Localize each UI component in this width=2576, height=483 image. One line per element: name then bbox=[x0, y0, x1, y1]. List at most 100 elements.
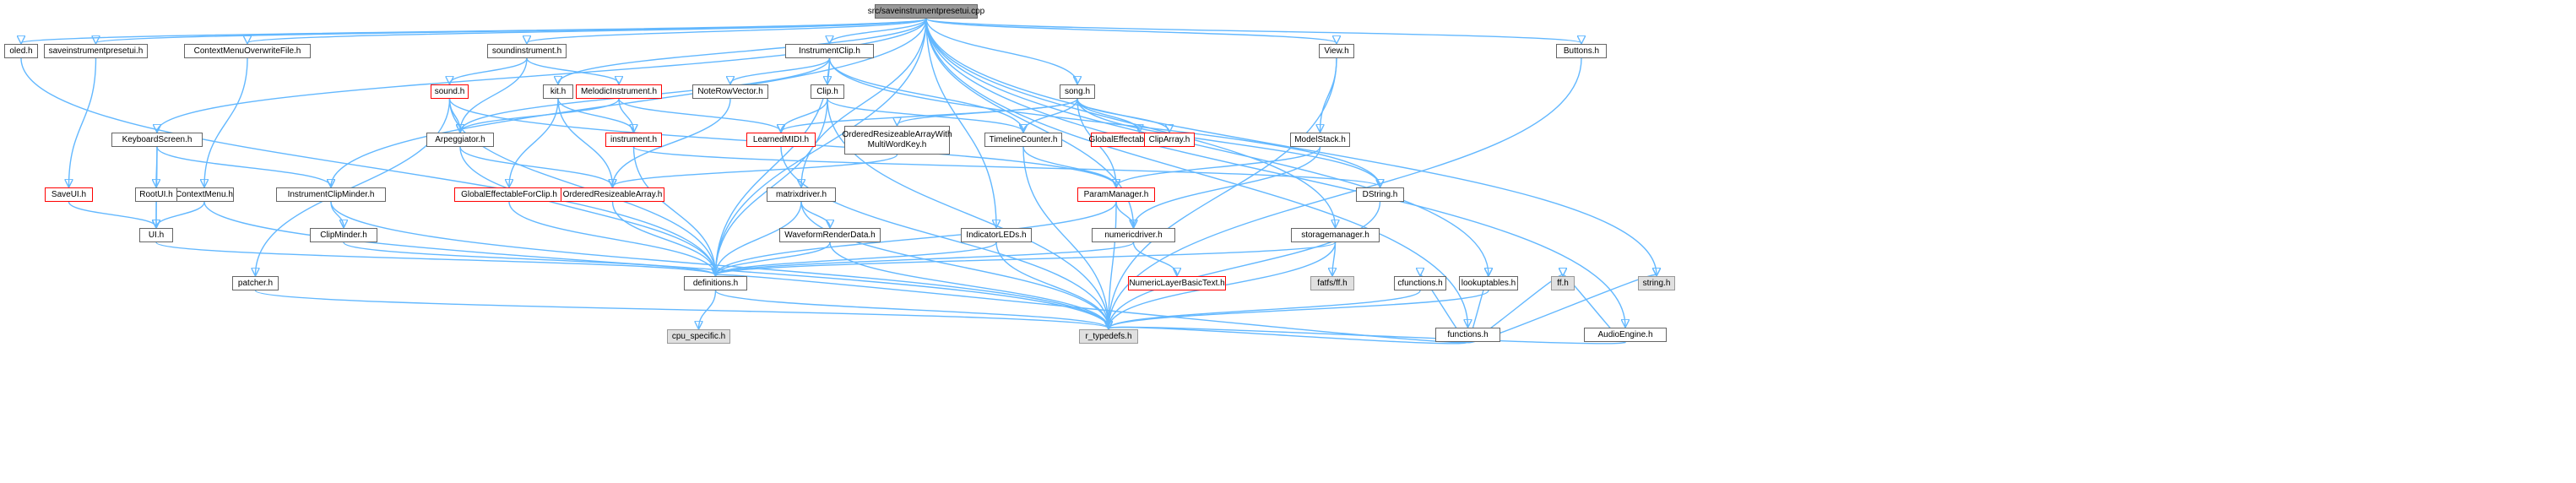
edge-root-oled bbox=[21, 18, 927, 43]
edge-ordwith-ordarray bbox=[613, 154, 898, 187]
edge-icminder-rtypedefs bbox=[330, 201, 1109, 328]
header-node-ctxmenu[interactable]: ContextMenu.h bbox=[175, 187, 234, 202]
edge-numeric-nlbt bbox=[1132, 242, 1178, 275]
header-node-waveform[interactable]: WaveformRenderData.h bbox=[779, 228, 881, 242]
header-node-ordwith[interactable]: OrderedResizeableArrayWith MultiWordKey.… bbox=[842, 126, 952, 155]
header-node-learned[interactable]: LearnedMIDI.h bbox=[746, 133, 816, 147]
header-node-cpuspec[interactable]: cpu_specific.h bbox=[667, 329, 730, 344]
edge-root-matrix bbox=[801, 18, 927, 187]
edge-timeline-rtypedefs bbox=[1022, 146, 1109, 328]
edge-root-view bbox=[925, 18, 1337, 43]
edge-cfunctions-rtypedefs bbox=[1109, 290, 1421, 328]
header-node-oled[interactable]: oled.h bbox=[4, 44, 38, 58]
header-node-fatfs[interactable]: fatfs/ff.h bbox=[1310, 276, 1354, 290]
edge-root-saveui_h bbox=[96, 18, 927, 43]
edge-view-modelstack bbox=[1321, 57, 1337, 132]
edge-view-rtypedefs bbox=[1109, 57, 1337, 328]
edge-waveform-rtypedefs bbox=[829, 242, 1109, 328]
header-node-saveui_h[interactable]: saveinstrumentpresetui.h bbox=[44, 44, 148, 58]
header-node-gefclip[interactable]: GlobalEffectableForClip.h bbox=[454, 187, 564, 202]
edge-song-timeline bbox=[1023, 98, 1078, 132]
header-node-cliparray[interactable]: ClipArray.h bbox=[1144, 133, 1195, 147]
edge-song-dstring bbox=[1076, 98, 1380, 187]
header-node-dstring[interactable]: DString.h bbox=[1356, 187, 1404, 202]
header-node-numeric[interactable]: numericdriver.h bbox=[1092, 228, 1175, 242]
edge-root-buttons bbox=[925, 18, 1581, 43]
edge-ctxmenu-ui bbox=[156, 201, 205, 227]
header-node-cfunctions[interactable]: cfunctions.h bbox=[1394, 276, 1446, 290]
header-node-noterow[interactable]: NoteRowVector.h bbox=[692, 84, 768, 99]
header-node-saveui[interactable]: SaveUI.h bbox=[45, 187, 93, 202]
edge-lookup-rtypedefs bbox=[1109, 290, 1489, 328]
header-node-clipminder[interactable]: ClipMinder.h bbox=[310, 228, 377, 242]
edge-sound-arp bbox=[448, 98, 461, 132]
header-node-ui[interactable]: UI.h bbox=[139, 228, 173, 242]
header-node-audioengine[interactable]: AudioEngine.h bbox=[1584, 328, 1667, 342]
header-node-definitions[interactable]: definitions.h bbox=[684, 276, 747, 290]
edge-soundinst-arp bbox=[460, 57, 528, 132]
edge-matrix-definitions bbox=[716, 201, 802, 275]
header-node-sound[interactable]: sound.h bbox=[431, 84, 469, 99]
edge-root-soundinst bbox=[527, 18, 927, 43]
edge-parammgr-numeric bbox=[1115, 201, 1134, 227]
header-node-kbscreen[interactable]: KeyboardScreen.h bbox=[111, 133, 203, 147]
header-node-ordarray[interactable]: OrderedResizeableArray.h bbox=[561, 187, 664, 202]
edge-instclip-dstring bbox=[828, 57, 1380, 187]
header-node-song[interactable]: song.h bbox=[1060, 84, 1095, 99]
edge-modelstack-numeric bbox=[1134, 146, 1321, 227]
header-node-parammgr[interactable]: ParamManager.h bbox=[1077, 187, 1155, 202]
edge-instclip-timeline bbox=[828, 57, 1024, 132]
header-node-instrument[interactable]: instrument.h bbox=[605, 133, 662, 147]
edge-dstring-rtypedefs bbox=[1109, 201, 1381, 328]
edge-sound-patcher bbox=[256, 98, 451, 275]
header-node-matrix[interactable]: matrixdriver.h bbox=[767, 187, 836, 202]
edge-learned-rtypedefs bbox=[780, 146, 1109, 328]
edge-root-definitions bbox=[716, 18, 927, 275]
header-node-nlbt[interactable]: NumericLayerBasicText.h bbox=[1128, 276, 1226, 290]
header-node-instclip[interactable]: InstrumentClip.h bbox=[785, 44, 874, 58]
header-node-buttons[interactable]: Buttons.h bbox=[1556, 44, 1607, 58]
header-node-indleds[interactable]: IndicatorLEDs.h bbox=[961, 228, 1032, 242]
edge-ui-definitions bbox=[155, 242, 716, 275]
edge-clip-rtypedefs bbox=[827, 98, 1109, 328]
edge-matrix-rtypedefs bbox=[800, 201, 1109, 328]
header-node-storage[interactable]: storagemanager.h bbox=[1291, 228, 1380, 242]
header-node-ctxow[interactable]: ContextMenuOverwriteFile.h bbox=[184, 44, 311, 58]
header-node-kit[interactable]: kit.h bbox=[543, 84, 573, 99]
header-node-melodic[interactable]: MelodicInstrument.h bbox=[576, 84, 662, 99]
header-node-clip[interactable]: Clip.h bbox=[811, 84, 844, 99]
edge-saveui_h-saveui bbox=[69, 57, 97, 187]
edge-ctxow-ctxmenu bbox=[204, 57, 248, 187]
header-node-timeline[interactable]: TimelineCounter.h bbox=[984, 133, 1062, 147]
header-node-patcher[interactable]: patcher.h bbox=[232, 276, 279, 290]
edge-functions-definitions bbox=[716, 274, 1469, 344]
edge-parammgr-definitions bbox=[716, 201, 1117, 275]
header-node-rtypedefs[interactable]: r_typedefs.h bbox=[1079, 329, 1138, 344]
header-node-view[interactable]: View.h bbox=[1319, 44, 1354, 58]
header-node-stringh[interactable]: string.h bbox=[1638, 276, 1675, 290]
edge-kbscreen-icminder bbox=[156, 146, 331, 187]
edge-functions-rtypedefs bbox=[1109, 328, 1469, 345]
edge-root-lookup bbox=[925, 18, 1489, 275]
edge-numeric-definitions bbox=[716, 242, 1135, 275]
header-node-arp[interactable]: Arpeggiator.h bbox=[426, 133, 494, 147]
edge-soundinst-melodic bbox=[526, 57, 619, 84]
header-node-rootui[interactable]: RootUI.h bbox=[135, 187, 177, 202]
edge-oled-definitions bbox=[20, 57, 716, 275]
header-node-ffh[interactable]: ff.h bbox=[1551, 276, 1575, 290]
header-node-soundinst[interactable]: soundinstrument.h bbox=[487, 44, 567, 58]
header-node-icminder[interactable]: InstrumentClipMinder.h bbox=[276, 187, 386, 202]
edge-indleds-rtypedefs bbox=[995, 242, 1109, 328]
edge-melodic-learned bbox=[618, 98, 781, 132]
header-node-lookup[interactable]: lookuptables.h bbox=[1459, 276, 1518, 290]
root-file-node[interactable]: src/saveinstrumentpresetui.cpp bbox=[868, 4, 984, 19]
edge-root-audioengine bbox=[925, 18, 1625, 327]
header-node-functions[interactable]: functions.h bbox=[1435, 328, 1500, 342]
edge-clip-learned bbox=[781, 98, 828, 132]
edge-indleds-definitions bbox=[716, 242, 997, 275]
edge-root-ctxow bbox=[247, 18, 927, 43]
edge-definitions-cpuspec bbox=[699, 290, 717, 328]
header-node-modelstack[interactable]: ModelStack.h bbox=[1290, 133, 1350, 147]
edge-root-icminder bbox=[331, 18, 927, 187]
